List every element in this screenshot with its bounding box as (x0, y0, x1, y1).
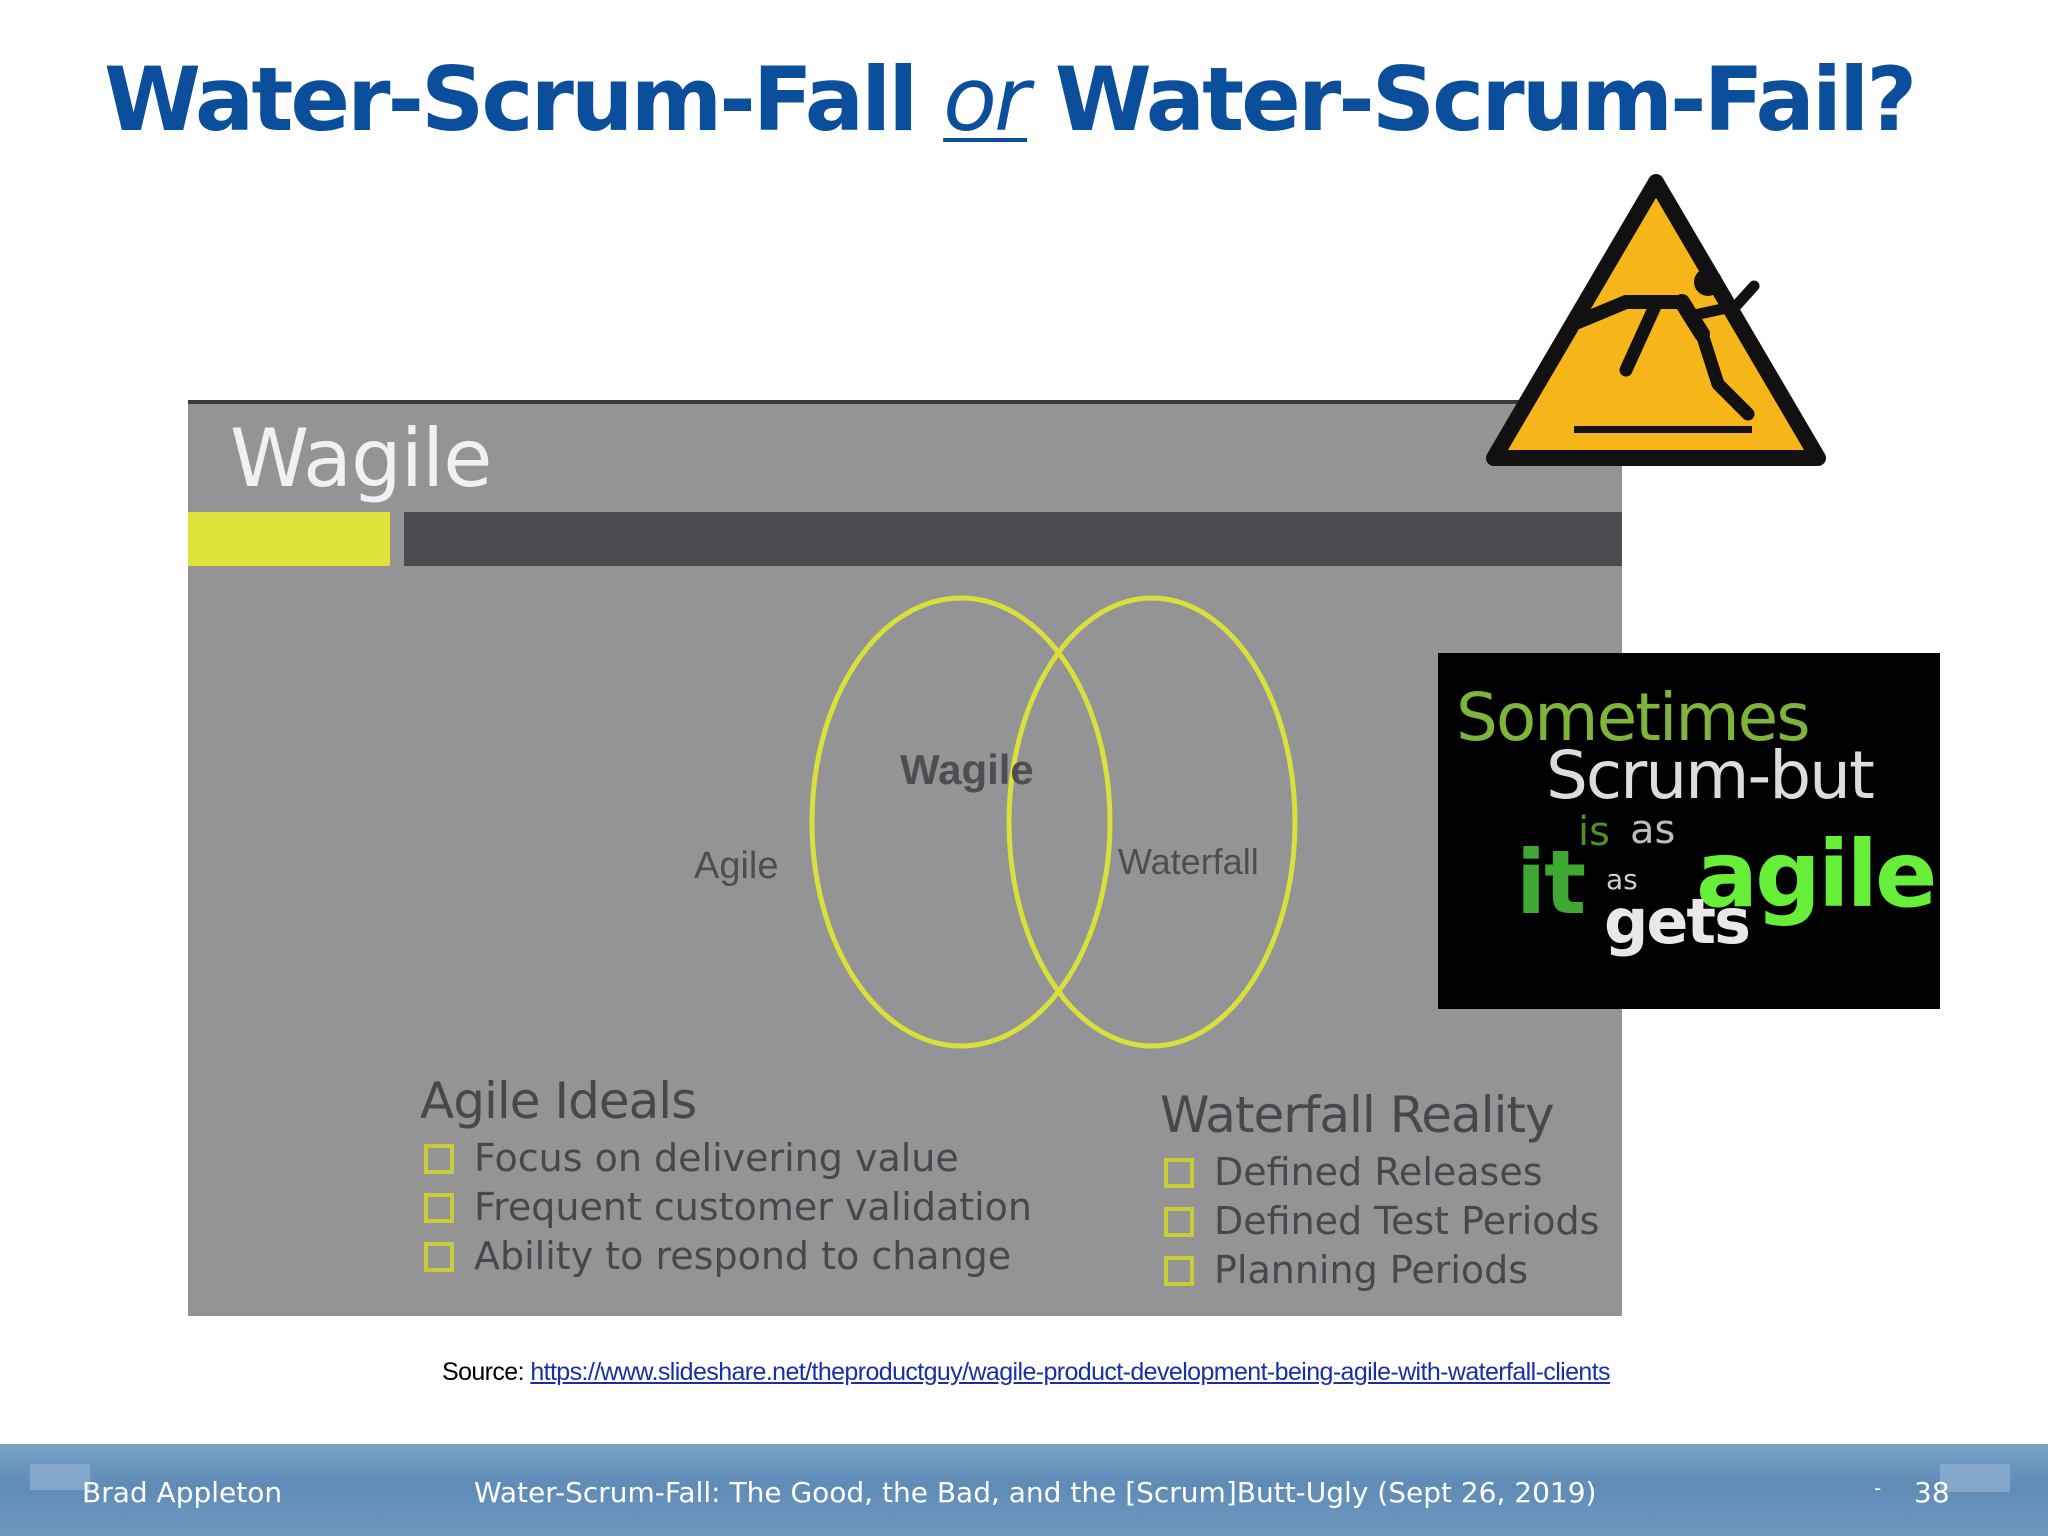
footer-decoration (30, 1464, 90, 1490)
word-it: it (1516, 831, 1586, 934)
title-part2: Water-Scrum-Fail? (1027, 48, 1918, 151)
venn-label-waterfall: Waterfall (1118, 841, 1259, 882)
slide-title: Water-Scrum-Fall or Water-Scrum-Fail? (104, 51, 1917, 149)
checkbox-icon (1164, 1157, 1194, 1188)
checkbox-icon (1164, 1206, 1194, 1237)
title-part1: Water-Scrum-Fall (104, 48, 944, 151)
venn-circle-agile (809, 595, 1113, 1049)
waterfall-reality-text: Defined Releases (1214, 1150, 1543, 1194)
list-item: Planning Periods (1160, 1246, 1599, 1295)
waterfall-reality: Waterfall Reality Defined Releases Defin… (1160, 1086, 1599, 1295)
waterfall-reality-text: Planning Periods (1214, 1248, 1529, 1292)
footer: Brad Appleton Water-Scrum-Fall: The Good… (0, 1444, 2048, 1536)
checkbox-icon (424, 1143, 454, 1174)
checkbox-icon (424, 1241, 454, 1272)
waterfall-reality-heading: Waterfall Reality (1160, 1086, 1555, 1144)
list-item: Defined Releases (1160, 1148, 1599, 1197)
footer-dash: - (1874, 1476, 1882, 1500)
source-label: Source: (442, 1358, 531, 1386)
venn-label-wagile: Wagile (900, 746, 1034, 793)
word-is: is (1578, 809, 1610, 855)
agile-ideal-text: Ability to respond to change (474, 1234, 1012, 1278)
agile-ideals-heading: Agile Ideals (420, 1072, 697, 1130)
slip-hazard-warning-icon (1486, 174, 1826, 466)
source-link[interactable]: https://www.slideshare.net/theproductguy… (530, 1358, 1610, 1386)
checkbox-icon (1164, 1255, 1194, 1286)
word-sometimes: Sometimes (1456, 679, 1811, 756)
word-gets: gets (1604, 885, 1751, 958)
word-as: as (1630, 807, 1676, 853)
venn-label-agile: Agile (694, 845, 779, 887)
waterfall-reality-text: Defined Test Periods (1214, 1199, 1600, 1243)
footer-author: Brad Appleton (82, 1476, 283, 1509)
scrum-but-image: Sometimes Scrum-but is as it as agile ge… (1438, 653, 1940, 1009)
list-item: Frequent customer validation (420, 1183, 1032, 1232)
word-as-small: as (1606, 863, 1638, 896)
venn-circle-waterfall (1006, 595, 1298, 1049)
source-citation: Source: https://www.slideshare.net/thepr… (442, 1358, 1611, 1387)
agile-ideals-list: Focus on delivering value Frequent custo… (420, 1134, 1032, 1281)
wagile-heading: Wagile (230, 412, 492, 505)
page-number: 38 (1914, 1476, 1950, 1509)
list-item: Focus on delivering value (420, 1134, 1032, 1183)
agile-ideal-text: Focus on delivering value (474, 1136, 959, 1180)
word-scrum-but: Scrum-but (1546, 737, 1875, 814)
title-or: or (943, 48, 1030, 151)
agile-ideals: Agile Ideals Focus on delivering value F… (420, 1072, 1032, 1281)
list-item: Ability to respond to change (420, 1232, 1032, 1281)
agile-ideal-text: Frequent customer validation (474, 1185, 1033, 1229)
accent-bar (188, 512, 390, 566)
waterfall-reality-list: Defined Releases Defined Test Periods Pl… (1160, 1148, 1599, 1295)
word-agile: agile (1696, 821, 1937, 928)
footer-decoration (1940, 1464, 2010, 1492)
wagile-image: Wagile Agile Wagile Waterfall Agile Idea… (188, 400, 1622, 1316)
footer-title: Water-Scrum-Fall: The Good, the Bad, and… (474, 1476, 1597, 1509)
venn-diagram: Agile Wagile Waterfall (694, 595, 1298, 1049)
checkbox-icon (424, 1192, 454, 1223)
list-item: Defined Test Periods (1160, 1197, 1599, 1246)
header-bar (404, 512, 1622, 566)
